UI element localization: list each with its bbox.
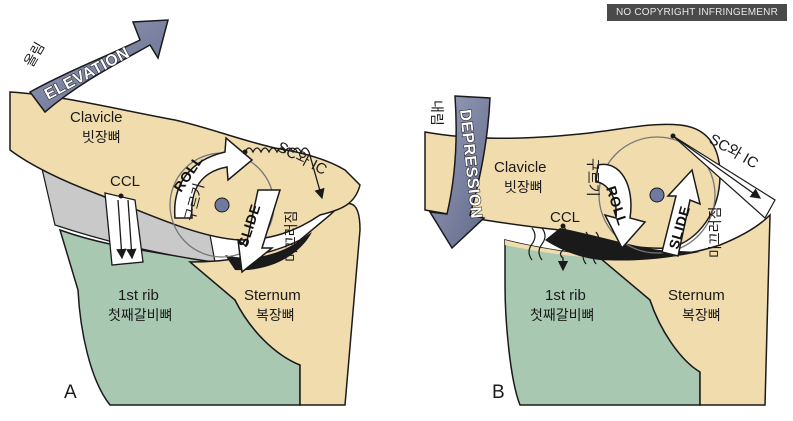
axis-dot-b	[649, 187, 665, 203]
clavicle-label-b: Clavicle	[494, 159, 547, 176]
elevation-arrow	[28, 19, 169, 114]
sternum-label-a: Sternum	[244, 287, 301, 304]
panel-a: ELEVATION 올림 Clavicle 빗장뼈 CCL 1st rib 첫째…	[9, 19, 361, 406]
sternum-label-b: Sternum	[668, 287, 725, 304]
elevation-arrow-label: ELEVATION	[42, 45, 133, 104]
rib-korean-b: 첫째갈비뼈	[530, 307, 594, 323]
rib-label-a: 1st rib	[118, 287, 159, 304]
axis-dot-a	[214, 197, 230, 213]
ccl-label-a: CCL	[110, 173, 140, 190]
slide-korean-a: 미끄러짐	[283, 210, 299, 262]
sc-ic-spring-a	[244, 147, 325, 200]
depression-arrow	[428, 95, 491, 250]
rotation-circle-b	[598, 136, 716, 254]
ccl-label-b: CCL	[550, 209, 580, 226]
clavicle-korean-a: 빗장뼈	[82, 129, 121, 145]
panel-b: DEPRESSION 내림 Clavicle 빗장뼈 CCL 1st rib 첫…	[424, 95, 776, 406]
rib-label-b: 1st rib	[545, 287, 586, 304]
elevation-korean: 올림	[21, 39, 48, 69]
depression-korean: 내림	[429, 100, 445, 126]
ccl-ligament-b	[528, 223, 600, 272]
sternum-korean-a: 복장뼈	[256, 307, 295, 323]
roll-arrow-b	[595, 163, 647, 250]
lower-bone-b	[505, 240, 620, 258]
slide-arrow-b	[661, 168, 702, 257]
clavicle-korean-b: 빗장뼈	[504, 179, 543, 195]
roll-arrow-a	[173, 136, 254, 219]
clavicle-label-a: Clavicle	[70, 109, 123, 126]
slide-arrow-a	[237, 189, 282, 274]
rib-korean-a: 첫째갈비뼈	[108, 307, 172, 323]
ccl-ligament-a	[104, 192, 144, 266]
slide-korean-b: 미끄러짐	[707, 206, 723, 258]
sternum-korean-b: 복장뼈	[682, 307, 721, 323]
panel-letter-a: A	[64, 382, 77, 403]
copyright-watermark: NO COPYRIGHT INFRINGEMENR	[606, 4, 787, 21]
roll-korean-b: 구르기	[585, 158, 601, 197]
sc-ic-fibers-b	[670, 133, 776, 219]
panel-letter-b: B	[492, 382, 505, 403]
